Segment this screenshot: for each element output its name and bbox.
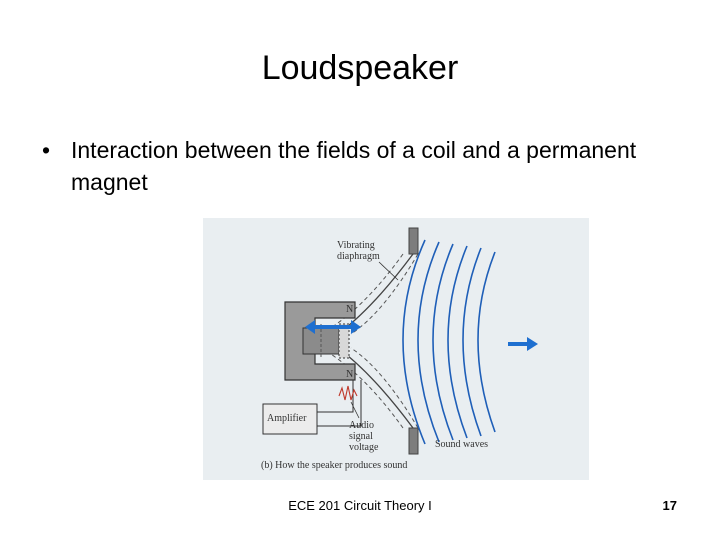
diaphragm-dashed-lower: [320, 347, 404, 429]
sound-arrow-head: [527, 337, 538, 351]
sound-wave-3: [432, 243, 454, 441]
voice-coil: [338, 323, 350, 359]
bullet-symbol: •: [42, 137, 51, 163]
loudspeaker-diagram: Vibrating diaphragm N N Amplifier Audio …: [203, 218, 589, 480]
sound-wave-2: [417, 241, 440, 443]
diaphragm-cone-upper: [337, 253, 414, 335]
coil-arrow-head-left: [305, 320, 315, 334]
sound-wave-4: [447, 245, 468, 439]
label-vibrating: Vibrating: [337, 240, 375, 251]
label-diaphragm: diaphragm: [337, 251, 380, 262]
diaphragm-mount-bottom: [408, 427, 419, 455]
sound-wave-6: [477, 251, 496, 433]
permanent-magnet: [284, 301, 356, 381]
slide-title: Loudspeaker: [261, 49, 459, 87]
label-signal: signal: [349, 431, 373, 442]
audio-leader-line: [350, 401, 360, 419]
amplifier-box: [262, 403, 318, 435]
diaphragm-dashed-upper: [320, 253, 404, 335]
label-north-top: N: [346, 304, 354, 315]
diaphragm-leader-line: [378, 261, 399, 281]
audio-signal-waveform: [338, 385, 358, 401]
coil-arrow-head-right: [351, 320, 361, 334]
label-sound-waves: Sound waves: [435, 439, 489, 450]
footer-course: ECE 201 Circuit Theory I: [288, 498, 432, 513]
label-amplifier: Amplifier: [267, 413, 307, 424]
diaphragm-dashed-lower-2: [350, 347, 419, 429]
amplifier-wire-1: [317, 380, 354, 413]
loudspeaker-diagram-svg: [262, 227, 538, 455]
figure-caption: (b) How the speaker produces sound: [261, 460, 408, 471]
bullet-text: Interaction between the fields of a coil…: [71, 137, 637, 195]
label-north-bottom: N: [346, 369, 354, 380]
amplifier-wire-2: [317, 380, 362, 427]
diaphragm-mount-top: [408, 227, 419, 255]
page-number: 17: [662, 498, 677, 513]
diaphragm-dashed-upper-2: [350, 253, 419, 335]
diaphragm-cone-lower: [337, 347, 414, 429]
label-voltage: voltage: [349, 442, 379, 453]
sound-wave-5: [462, 247, 482, 437]
sound-wave-1: [402, 239, 426, 445]
label-audio: Audio: [349, 420, 374, 431]
